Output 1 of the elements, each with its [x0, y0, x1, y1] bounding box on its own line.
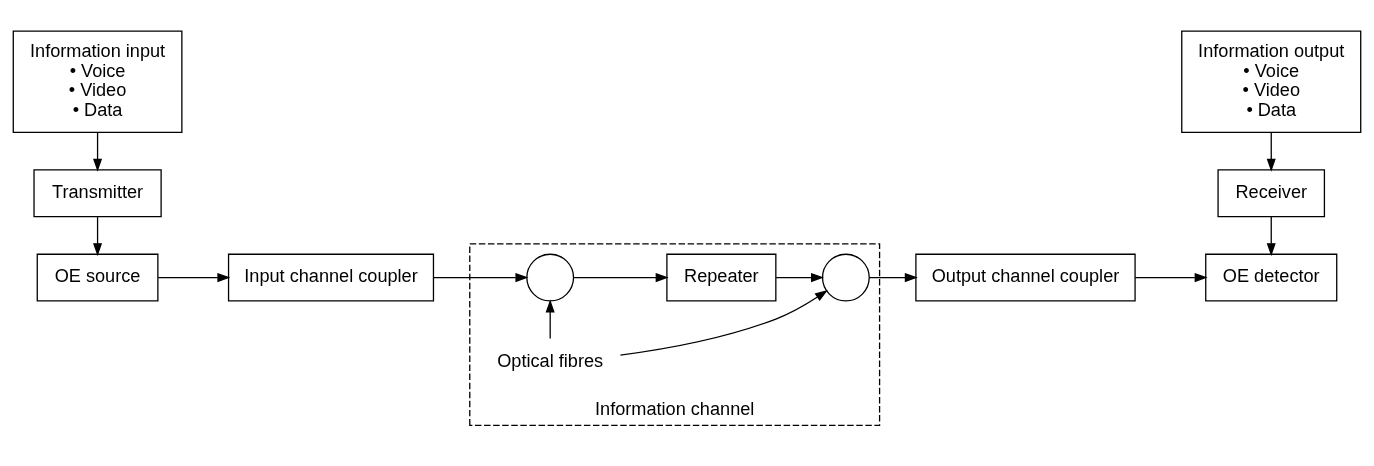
node-text: Optical fibres [497, 350, 604, 371]
